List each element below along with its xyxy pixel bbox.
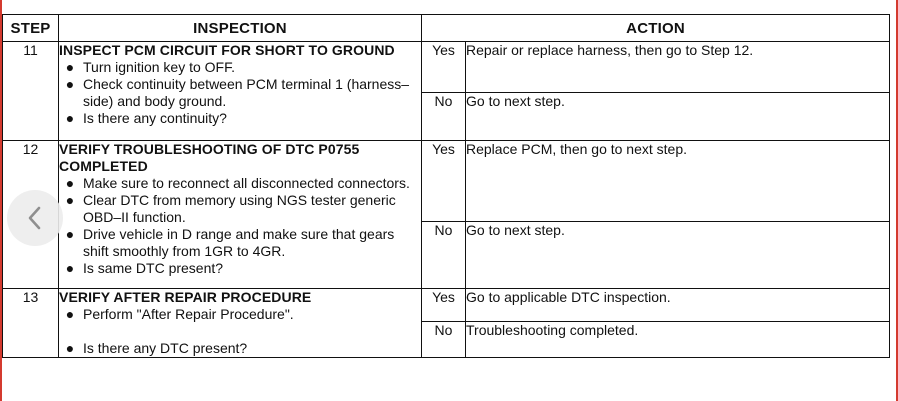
inspection-title: INSPECT PCM CIRCUIT FOR SHORT TO GROUND (59, 42, 395, 58)
answer-yes: Yes (421, 287, 466, 323)
header-step: STEP (2, 14, 59, 42)
list-item-text: Perform "After Repair Procedure". (83, 306, 294, 322)
inspection-cell: INSPECT PCM CIRCUIT FOR SHORT TO GROUND … (58, 41, 422, 141)
bullet-dot-icon: ● (65, 175, 75, 191)
table-header-row: STEP INSPECTION ACTION (2, 14, 891, 42)
table-row: No Go to next step. (3, 92, 891, 141)
answer-yes: Yes (421, 41, 466, 93)
list-item: ● Perform "After Repair Procedure". (59, 306, 421, 323)
answer-no: No (421, 221, 466, 289)
action-text: Go to applicable DTC inspection. (464, 287, 891, 323)
list-item: ● Turn ignition key to OFF. (59, 59, 421, 76)
list-item-text: Turn ignition key to OFF. (83, 59, 235, 75)
bullet-dot-icon: ● (65, 226, 75, 242)
table-row: No Go to next step. (3, 221, 891, 289)
inspection-steps: ● Perform "After Repair Procedure". ● Is t… (59, 306, 421, 357)
header-action: ACTION (420, 14, 891, 42)
bullet-dot-icon: ● (65, 76, 75, 92)
list-item: ● Is same DTC present? (59, 260, 421, 277)
table-row: 11 INSPECT PCM CIRCUIT FOR SHORT TO GROU… (2, 41, 891, 141)
header-inspection: INSPECTION (58, 14, 422, 42)
step-number: 13 (2, 288, 59, 358)
step-number: 11 (2, 41, 59, 141)
troubleshooting-table: STEP INSPECTION ACTION 11 INSPECT PCM CI… (2, 14, 891, 358)
table-row: 13 VERIFY AFTER REPAIR PROCEDURE ● Perfor… (2, 287, 891, 358)
previous-page-button[interactable] (7, 190, 63, 246)
list-item-text: Clear DTC from memory using NGS tester g… (83, 192, 396, 225)
list-item: ● Clear DTC from memory using NGS tester … (59, 192, 421, 226)
chevron-left-icon (28, 206, 41, 230)
frame-border-left (0, 0, 2, 401)
list-item: ● Make sure to reconnect all disconnected… (59, 175, 421, 192)
bullet-dot-icon: ● (65, 110, 75, 126)
list-item-text: Make sure to reconnect all disconnected … (83, 175, 410, 191)
action-text: Go to next step. (464, 92, 891, 141)
list-item-text: Is same DTC present? (83, 260, 224, 276)
action-text: Troubleshooting completed. (464, 321, 891, 358)
action-text: Repair or replace harness, then go to St… (464, 41, 891, 93)
list-item: ● Is there any DTC present? (59, 340, 421, 357)
table-row: 12 VERIFY TROUBLESHOOTING OF DTC P0755 C… (2, 140, 891, 289)
list-item-text: Is there any DTC present? (83, 340, 248, 356)
frame-border-right (896, 0, 898, 401)
inspection-steps: ● Turn ignition key to OFF. ● Check contin… (59, 59, 421, 127)
table-row: No Troubleshooting completed. (3, 321, 891, 358)
inspection-cell: VERIFY AFTER REPAIR PROCEDURE ● Perform "… (58, 288, 422, 358)
list-item: ● Check continuity between PCM terminal 1… (59, 76, 421, 110)
answer-no: No (421, 321, 466, 358)
inspection-title: VERIFY AFTER REPAIR PROCEDURE (59, 289, 312, 305)
action-text: Go to next step. (464, 221, 891, 289)
action-text: Replace PCM, then go to next step. (464, 140, 891, 222)
list-item: ● Is there any continuity? (59, 110, 421, 127)
list-item-text: Check continuity between PCM terminal 1 … (83, 76, 410, 109)
list-item-text: Is there any continuity? (83, 110, 227, 126)
list-item-text: Drive vehicle in D range and make sure t… (83, 226, 395, 259)
answer-yes: Yes (421, 140, 466, 222)
bullet-dot-icon: ● (65, 340, 75, 356)
answer-no: No (421, 92, 466, 141)
bullet-dot-icon: ● (65, 192, 75, 208)
inspection-cell: VERIFY TROUBLESHOOTING OF DTC P0755 COMP… (58, 140, 422, 289)
inspection-steps: ● Make sure to reconnect all disconnected… (59, 175, 421, 277)
bullet-dot-icon: ● (65, 306, 75, 322)
bullet-dot-icon: ● (65, 260, 75, 276)
list-item: ● Drive vehicle in D range and make sure … (59, 226, 421, 260)
inspection-title: VERIFY TROUBLESHOOTING OF DTC P0755 COMP… (59, 141, 360, 174)
bullet-dot-icon: ● (65, 59, 75, 75)
